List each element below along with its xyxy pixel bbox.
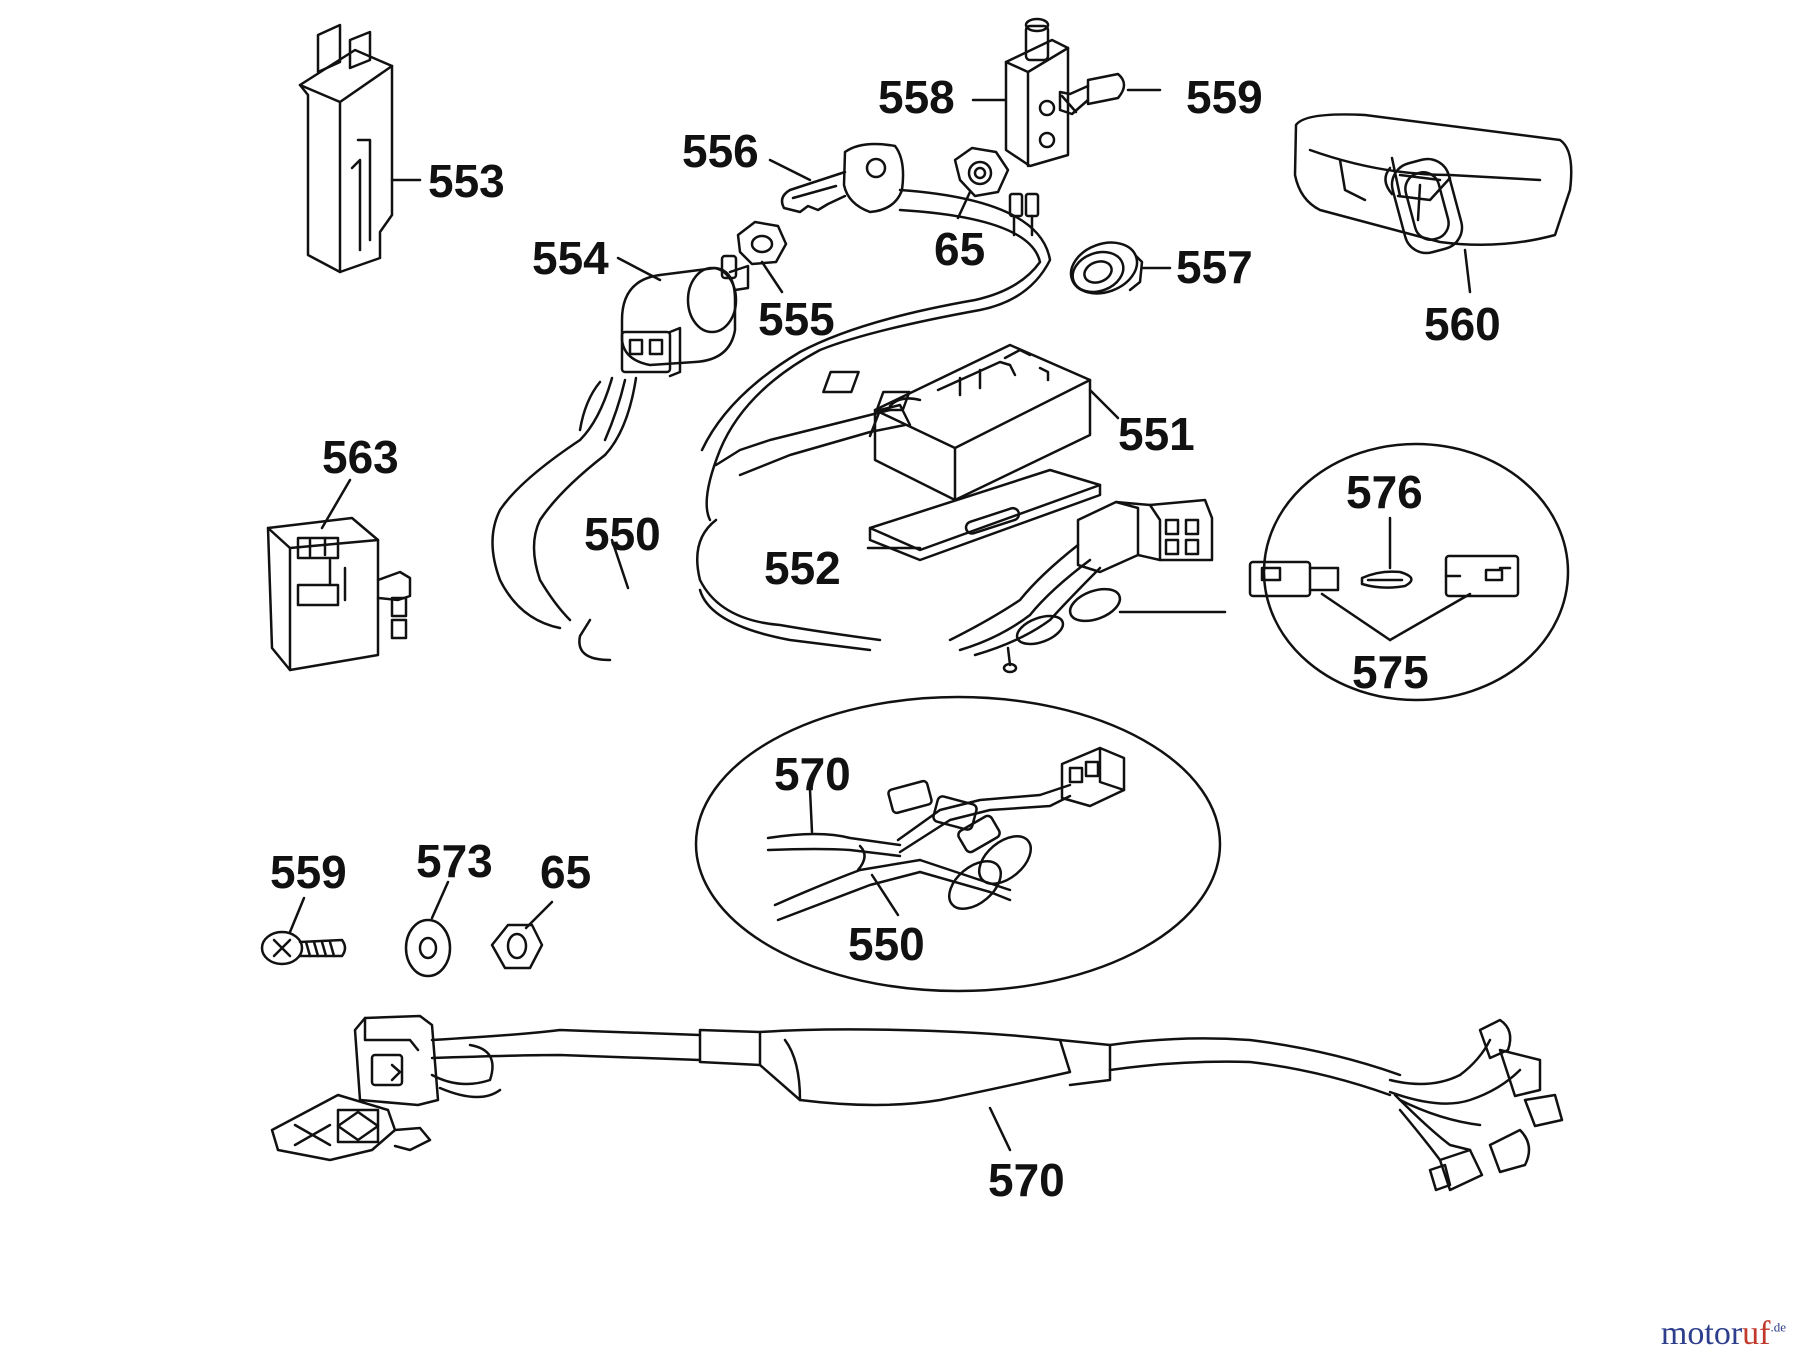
part-554-ignition-switch [622,256,748,376]
part-65-nut-bottom [492,925,542,968]
detail-harness-junction [696,697,1220,991]
part-559-screw-top [1060,74,1124,114]
leader-573 [432,882,448,918]
part-550-connector [950,500,1212,672]
label-576: 576 [1346,466,1423,518]
leader-575-right [1390,594,1470,640]
part-552-plate [870,470,1100,560]
label-558: 558 [878,71,955,123]
part-558-switch [1006,19,1068,166]
part-559-screw-bottom [262,932,345,964]
leader-550-top [612,540,628,588]
label-556: 556 [682,125,759,177]
leader-550-detail [872,875,898,915]
part-556-key [782,144,903,212]
label-65-top: 65 [934,223,985,275]
watermark-part2: uf [1742,1315,1771,1352]
part-553-bracket [300,25,392,272]
label-559-top: 559 [1186,71,1263,123]
label-573: 573 [416,835,493,887]
watermark-logo: motoruf.de [1661,1315,1786,1353]
leader-65-top [958,192,970,218]
label-553: 553 [428,155,505,207]
detail-fuse-holder [1250,444,1568,700]
part-557-grommet [1064,234,1144,302]
leader-575-left [1322,594,1390,640]
label-550-top: 550 [584,508,661,560]
part-570-wiring-harness [272,1016,1562,1190]
leader-559-bottom [290,898,304,932]
leader-551 [1090,390,1118,418]
label-563: 563 [322,431,399,483]
part-labels: 553 558 559 560 556 65 557 554 555 551 5… [270,71,1501,1206]
leader-65-bottom [526,902,552,928]
leader-556 [770,160,810,180]
leader-570-bottom [990,1108,1010,1150]
part-550-wiring-harness [493,190,1051,660]
label-570-detail: 570 [774,748,851,800]
part-551-relay-block [823,345,1090,500]
part-560-strap [1295,114,1571,258]
label-575: 575 [1352,646,1429,698]
leader-563 [322,480,350,528]
label-559-bottom: 559 [270,846,347,898]
label-65-bottom: 65 [540,846,591,898]
part-563-relay [268,518,410,670]
leader-570-detail [810,790,812,832]
watermark-part1: motor [1660,1315,1743,1352]
part-65-nut-top [955,148,1008,196]
label-550-detail: 550 [848,918,925,970]
label-557: 557 [1176,241,1253,293]
label-570-bottom: 570 [988,1154,1065,1206]
part-555-nut [738,222,786,264]
label-560: 560 [1424,298,1501,350]
watermark-suffix: .de [1770,1319,1786,1335]
leader-555 [762,262,782,292]
leader-554 [618,258,660,280]
part-573-washer [406,920,450,976]
leader-560 [1465,250,1470,292]
label-552: 552 [764,542,841,594]
label-554: 554 [532,232,609,284]
label-555: 555 [758,293,835,345]
label-551: 551 [1118,408,1195,460]
